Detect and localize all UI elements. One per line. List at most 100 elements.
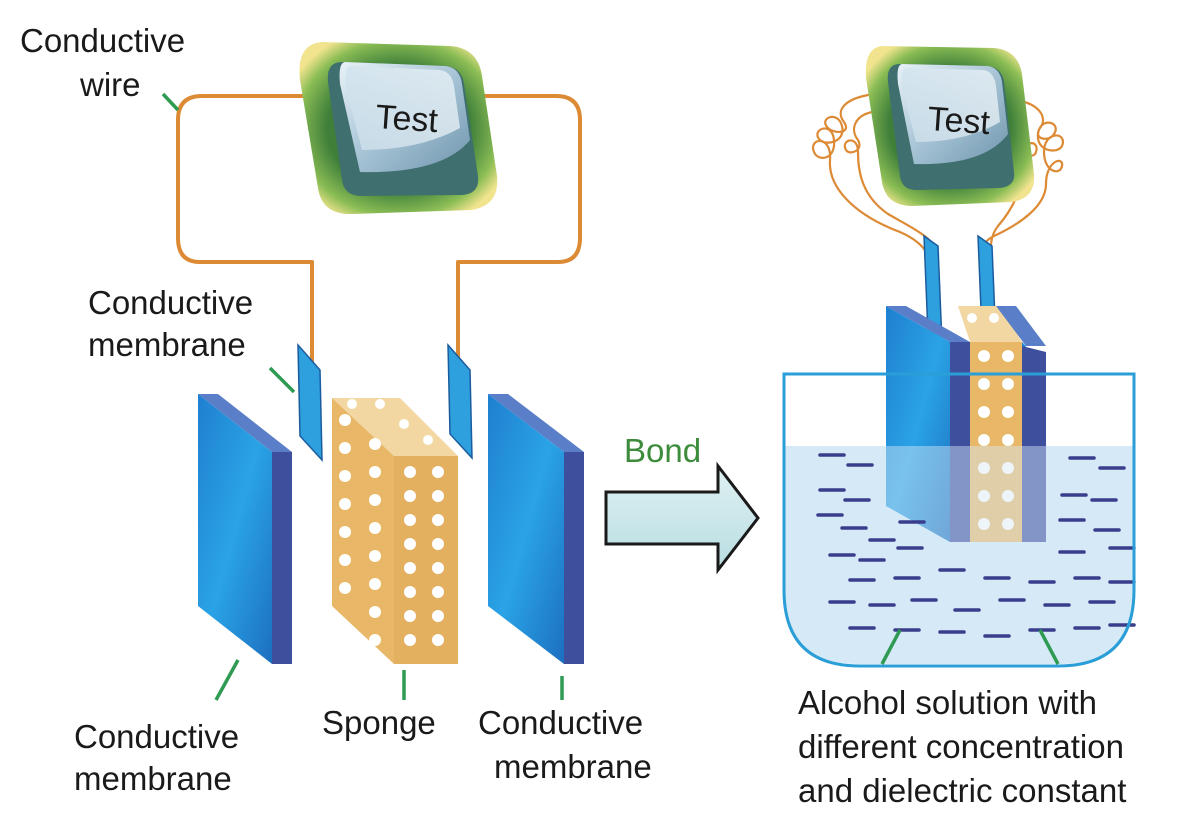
sponge-pore <box>369 550 381 562</box>
sponge-pore <box>1002 518 1014 530</box>
bonded-membrane-right-top <box>996 306 1046 346</box>
bonded-membrane-left-face <box>886 306 950 542</box>
sponge-pore <box>339 526 351 538</box>
sponge-pore <box>399 419 409 429</box>
bonded-sponge-pores <box>967 313 1014 530</box>
bonded-membrane-right-side <box>1022 346 1046 542</box>
conductive-membrane-right <box>488 394 584 664</box>
test-meter-right: Test <box>865 46 1035 206</box>
label-membrane-top-line1: Conductive <box>88 284 253 321</box>
label-membrane-left-line1: Conductive <box>74 718 239 755</box>
sponge-pore <box>369 466 381 478</box>
label-sponge: Sponge <box>322 704 436 741</box>
sponge-pore <box>1002 406 1014 418</box>
sponge-pore <box>339 498 351 510</box>
sponge-pore <box>1002 490 1014 502</box>
leader-conductive-wire <box>161 92 180 112</box>
conductive-membrane-left <box>198 394 292 664</box>
sponge-side <box>394 456 458 664</box>
label-membrane-right-line2: membrane <box>494 748 652 785</box>
sponge-pore <box>369 578 381 590</box>
leader-solution-left <box>880 629 902 665</box>
sponge-pore <box>369 438 381 450</box>
coiled-wire-left-2 <box>843 110 940 258</box>
meter-screen-highlight-right <box>901 68 1000 142</box>
sponge-pore <box>339 414 351 426</box>
sponge-pore <box>978 350 990 362</box>
bonded-membrane-left-side <box>950 342 970 542</box>
leader-membrane-left <box>214 659 240 701</box>
sponge-pore <box>404 466 416 478</box>
sponge-pore <box>978 518 990 530</box>
membrane-right-side <box>564 452 584 664</box>
label-membrane-right-line1: Conductive <box>478 704 643 741</box>
leader-solution-right <box>1038 629 1060 665</box>
sponge-pore <box>369 522 381 534</box>
meter-label-right: Test <box>926 100 991 142</box>
sponge-pore <box>432 466 444 478</box>
beaker-outline <box>782 372 1136 668</box>
label-membrane-top-line2: membrane <box>88 326 246 363</box>
right-panel: Test Alco <box>782 46 1136 809</box>
sponge-pore <box>432 586 444 598</box>
alcohol-molecules <box>816 453 1136 638</box>
sponge-pore <box>978 378 990 390</box>
meter-screen-highlight <box>345 66 460 150</box>
label-conductive-wire-line2: wire <box>79 66 141 103</box>
sponge-pore <box>339 582 351 594</box>
left-panel: Test Conductive wire Conductive membrane <box>20 22 652 797</box>
sponge-pore <box>432 514 444 526</box>
liquid-overlay <box>880 446 1052 546</box>
sponge-pore <box>432 610 444 622</box>
sponge-pore <box>369 606 381 618</box>
electrode-strip-right <box>447 342 473 460</box>
conductive-wire-left <box>176 94 314 377</box>
bond-arrow: Bond <box>604 432 760 575</box>
electrode-strip-left <box>297 342 323 462</box>
coiled-wires <box>811 93 1065 264</box>
sponge-pore <box>432 562 444 574</box>
label-membrane-left-line2: membrane <box>74 760 232 797</box>
leader-membrane-top <box>268 366 296 394</box>
sponge-pore <box>404 610 416 622</box>
label-conductive-wire-line1: Conductive <box>20 22 185 59</box>
sponge-pore <box>978 406 990 418</box>
label-solution-line2: different concentration <box>798 728 1124 765</box>
bonded-assembly <box>886 306 1046 542</box>
sponge-pore <box>989 313 999 323</box>
sponge-pore <box>369 494 381 506</box>
membrane-right-face <box>488 394 564 664</box>
sponge-pore <box>978 490 990 502</box>
sponge-pore <box>432 538 444 550</box>
sponge-pore <box>978 434 990 446</box>
sponge-pore <box>369 634 381 646</box>
label-solution-line3: and dielectric constant <box>798 772 1126 809</box>
sponge-pore <box>339 470 351 482</box>
sponge-pore <box>432 490 444 502</box>
sponge-pore <box>404 538 416 550</box>
sponge-pores <box>339 399 444 646</box>
label-solution-line1: Alcohol solution with <box>798 684 1097 721</box>
sponge-pore <box>404 514 416 526</box>
sponge-pore <box>1002 434 1014 446</box>
sponge-pore <box>1002 350 1014 362</box>
sponge-pore <box>978 462 990 474</box>
sponge-pore <box>423 435 433 445</box>
sponge-pore <box>339 554 351 566</box>
sponge-pore <box>432 634 444 646</box>
sponge-pore <box>375 399 385 409</box>
membrane-left-side <box>272 452 292 664</box>
sponge-pore <box>1002 378 1014 390</box>
membrane-left-top <box>198 394 292 452</box>
sponge-pore <box>404 562 416 574</box>
sponge-pore <box>339 442 351 454</box>
sponge-front <box>332 398 394 664</box>
sponge-block <box>332 398 458 664</box>
membrane-left-face <box>198 394 272 664</box>
sponge-pore <box>404 490 416 502</box>
bonded-membrane-left-top <box>886 306 970 342</box>
coiled-wire-right <box>980 98 1065 264</box>
test-meter-left: Test <box>299 42 498 215</box>
sponge-pore <box>404 634 416 646</box>
